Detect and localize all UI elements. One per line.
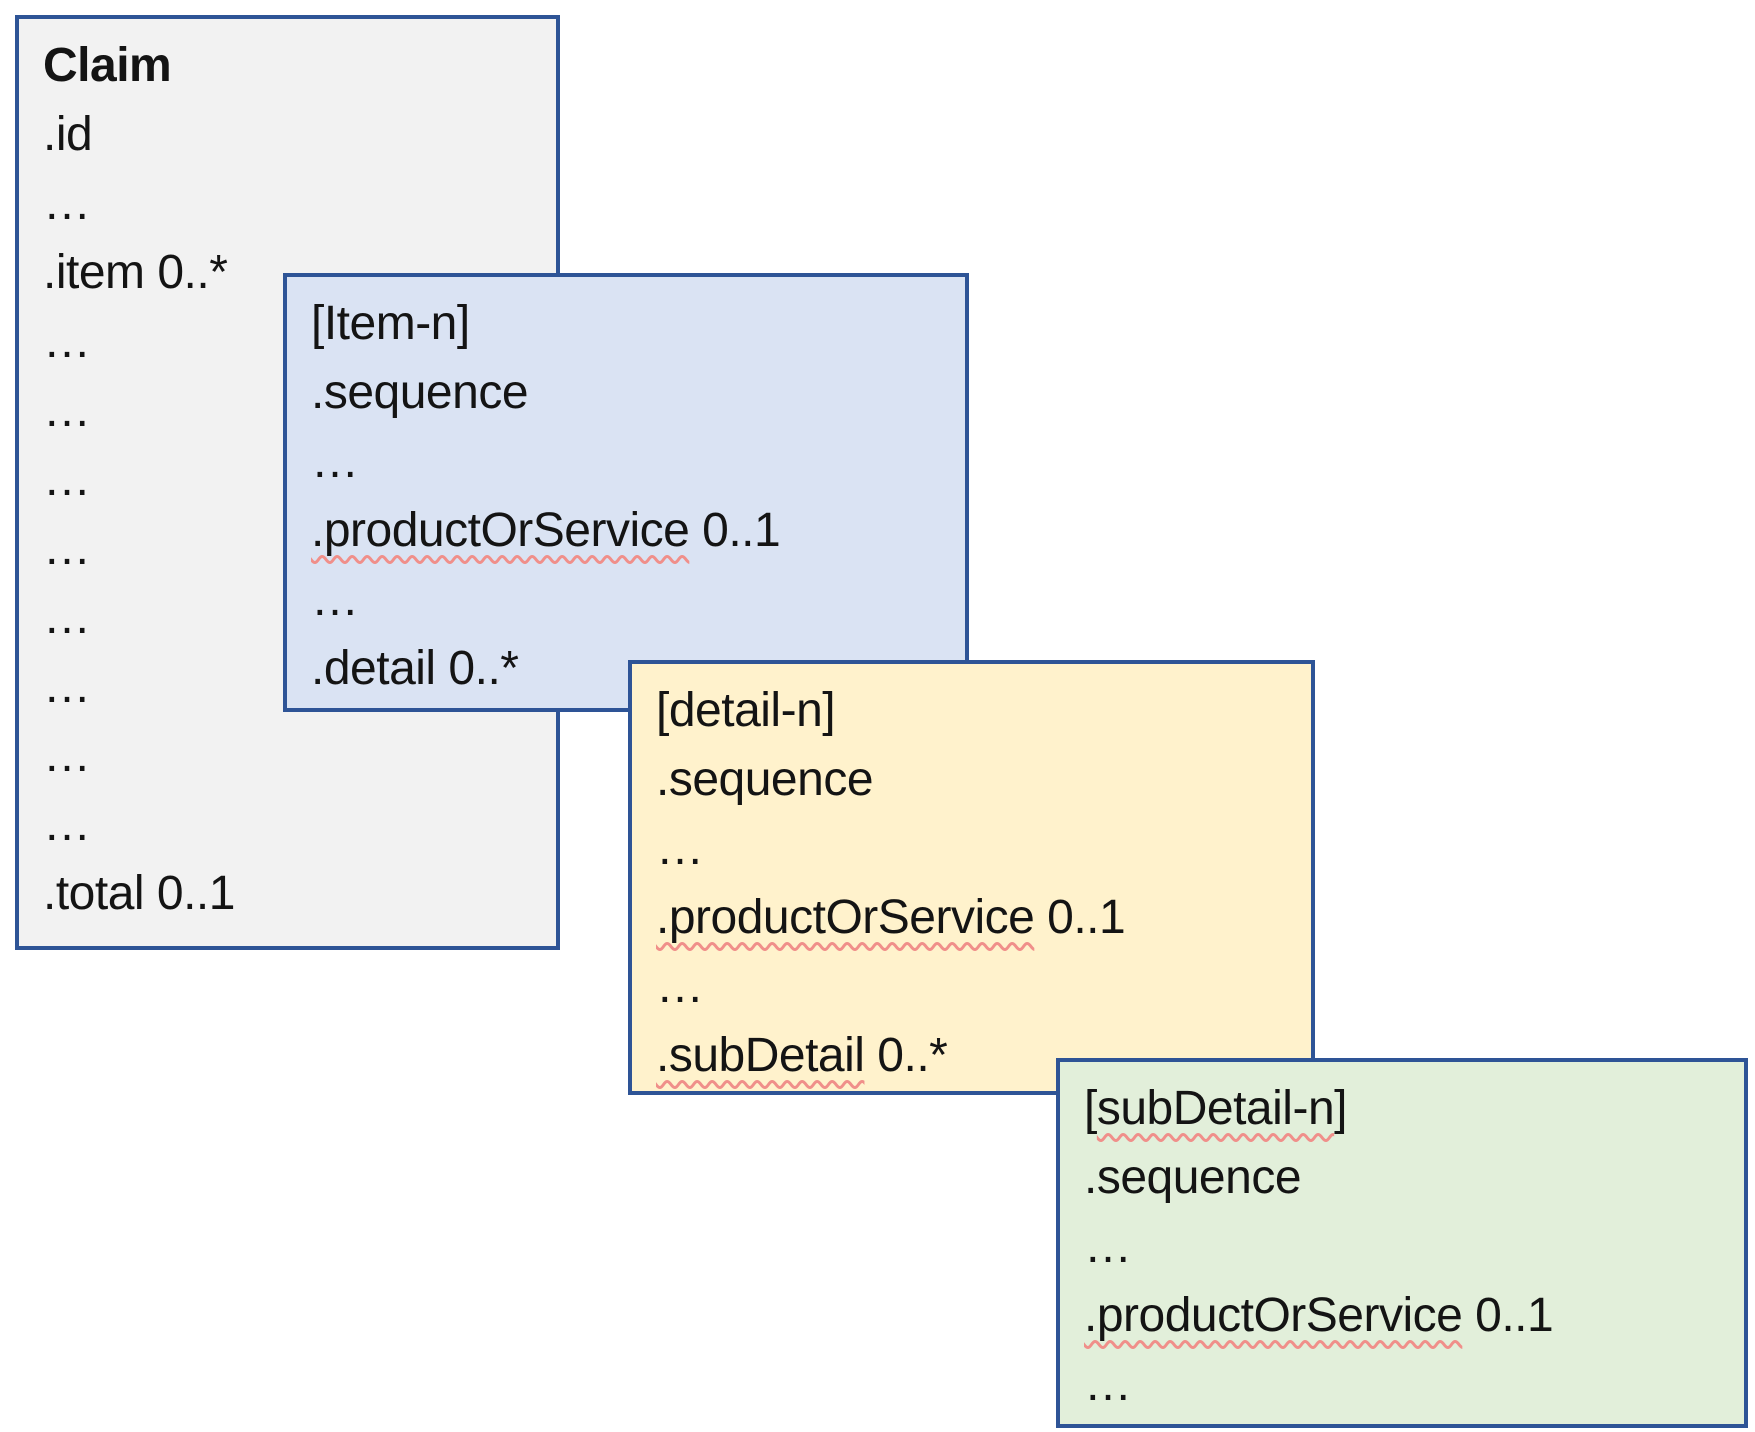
box-line: … bbox=[43, 169, 540, 238]
line-text: .detail 0..* bbox=[311, 642, 519, 695]
line-text: 0..* bbox=[864, 1029, 948, 1082]
line-text: … bbox=[1084, 1358, 1132, 1411]
box-line: … bbox=[43, 652, 540, 721]
box-line: [Item-n] bbox=[311, 289, 949, 358]
box-line: … bbox=[43, 721, 540, 790]
box-line: … bbox=[656, 814, 1295, 883]
line-text: .total 0..1 bbox=[43, 867, 235, 920]
box-line: … bbox=[43, 376, 540, 445]
misspelled-text: .productOrService bbox=[656, 891, 1035, 944]
line-text: [Item-n] bbox=[311, 297, 470, 350]
line-text: [detail-n] bbox=[656, 684, 836, 737]
line-text: … bbox=[43, 729, 91, 782]
box-line: Claim bbox=[43, 31, 540, 100]
detail-class-box: [detail-n] .sequence … .productOrService 0.… bbox=[628, 660, 1315, 1095]
subdetail-class-box: [subDetail-n] .sequence … .productOrService… bbox=[1056, 1058, 1748, 1428]
line-text: 0..1 bbox=[689, 504, 781, 557]
box-line: … bbox=[43, 583, 540, 652]
box-line: … bbox=[43, 514, 540, 583]
box-line: .productOrService 0..1 bbox=[1084, 1281, 1728, 1350]
line-text: … bbox=[43, 453, 91, 506]
misspelled-text: .productOrService bbox=[1084, 1289, 1463, 1342]
box-line: .item 0..* bbox=[43, 238, 540, 307]
line-text: ] bbox=[1334, 1082, 1347, 1135]
misspelled-text: .subDetail bbox=[656, 1029, 865, 1082]
box-line: .sequence bbox=[311, 358, 949, 427]
box-line: [subDetail-n] bbox=[1084, 1074, 1728, 1143]
line-text: … bbox=[43, 591, 91, 644]
box-line: … bbox=[1084, 1350, 1728, 1419]
box-line: … bbox=[43, 307, 540, 376]
line-text: … bbox=[43, 384, 91, 437]
line-text: … bbox=[311, 435, 359, 488]
box-line: [detail-n] bbox=[656, 676, 1295, 745]
misspelled-text: .productOrService bbox=[311, 504, 690, 557]
line-text: .sequence bbox=[656, 753, 874, 806]
line-text: .id bbox=[43, 108, 93, 161]
line-text: … bbox=[43, 522, 91, 575]
line-text: … bbox=[656, 960, 704, 1013]
box-line: … bbox=[311, 565, 949, 634]
line-text: … bbox=[656, 822, 704, 875]
line-text: … bbox=[311, 573, 359, 626]
line-text: Claim bbox=[43, 39, 172, 92]
box-line: .detail 0..* bbox=[311, 634, 949, 703]
box-line: … bbox=[43, 445, 540, 514]
box-line: .id bbox=[43, 100, 540, 169]
line-text: … bbox=[43, 660, 91, 713]
box-line: .sequence bbox=[1084, 1143, 1728, 1212]
box-line: .subDetail 0..* bbox=[656, 1021, 1295, 1090]
line-text: .sequence bbox=[311, 366, 529, 419]
line-text: … bbox=[43, 798, 91, 851]
box-line: … bbox=[1084, 1212, 1728, 1281]
box-line: .sequence bbox=[656, 745, 1295, 814]
item-class-box: [Item-n] .sequence … .productOrService 0..1… bbox=[283, 273, 969, 712]
box-line: … bbox=[656, 952, 1295, 1021]
line-text: 0..1 bbox=[1034, 891, 1126, 944]
misspelled-text: subDetail-n bbox=[1096, 1082, 1335, 1135]
line-text: … bbox=[43, 177, 91, 230]
box-line: … bbox=[311, 427, 949, 496]
box-line: .productOrService 0..1 bbox=[656, 883, 1295, 952]
line-text: … bbox=[43, 315, 91, 368]
line-text: 0..1 bbox=[1462, 1289, 1554, 1342]
box-line: … bbox=[43, 790, 540, 859]
line-text: [ bbox=[1084, 1082, 1097, 1135]
box-line: .productOrService 0..1 bbox=[311, 496, 949, 565]
line-text: … bbox=[1084, 1220, 1132, 1273]
line-text: .item 0..* bbox=[43, 246, 228, 299]
line-text: .sequence bbox=[1084, 1151, 1302, 1204]
box-line: .total 0..1 bbox=[43, 859, 540, 928]
